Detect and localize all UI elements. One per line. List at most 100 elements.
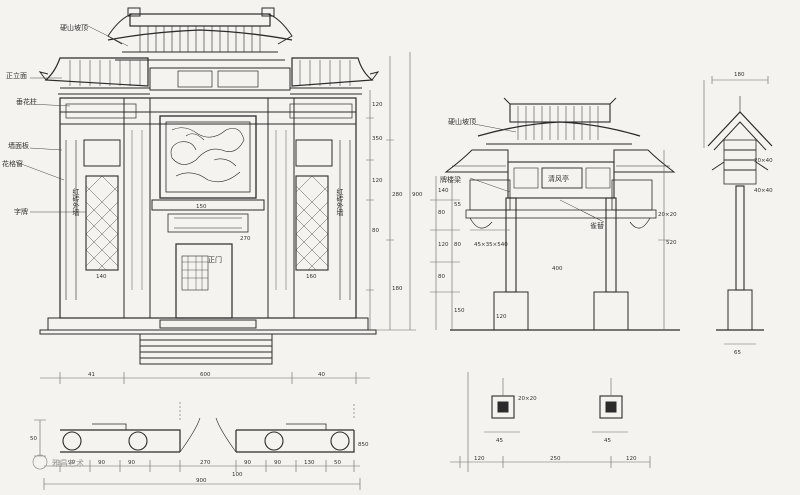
right-side-roof: [290, 57, 380, 95]
arch-plaque-text: 清风亭: [548, 174, 569, 183]
side-dim-base: 65: [734, 350, 741, 356]
watermark-text: 雅昌艺术: [52, 458, 84, 468]
front-steps: [139, 333, 273, 365]
right-upper-window: [295, 139, 333, 167]
leader-label-plaque: 字牌: [14, 207, 28, 216]
arch-dim-left-4: 80: [438, 274, 445, 280]
plan-column-2: [128, 431, 148, 451]
main-leaders: [15, 25, 129, 213]
side-section: [703, 76, 773, 345]
column-plan-labels: 20×20 45 45 120 250 120: [474, 396, 637, 462]
dim-bottom-1: 41: [88, 372, 95, 378]
main-elevation-labels: 硬山坡顶 正立面 垂花柱 墙面板 花格窗 字牌 正门 红砖外墙 红砖外墙 41 …: [2, 23, 423, 378]
main-elevation: [15, 7, 416, 384]
arch-elevation: [430, 97, 680, 331]
dim-right-7: 900: [412, 192, 423, 198]
plan-dim-7: 130: [304, 460, 315, 466]
arch-dim-left-2: 80: [438, 210, 445, 216]
arch-dim-left-3: 120: [438, 242, 449, 248]
arch-dim-left-6: 150: [454, 308, 465, 314]
dim-bottom-3: 40: [318, 372, 325, 378]
side-section-labels: 180 20×40 40×40 65: [734, 72, 773, 356]
dim-inner-3: 140: [96, 274, 107, 280]
dim-inner-2: 270: [240, 236, 251, 242]
arch-dim-left-5: 55: [454, 202, 461, 208]
dim-inner-4: 160: [306, 274, 317, 280]
plan-dim-9: 100: [232, 472, 243, 478]
arch-dim-left-7: 80: [454, 242, 461, 248]
arch-leader-roof: 硬山坡顶: [448, 117, 476, 126]
vertical-text-left: 红砖外墙: [72, 187, 80, 217]
door-tag: 正门: [208, 255, 222, 264]
column-dim-span-2: 250: [550, 456, 561, 462]
column-right-inner: [267, 97, 295, 319]
plan-dim-depth: 50: [30, 436, 37, 442]
side-dims: [703, 76, 769, 345]
arch-plaque: [541, 167, 583, 189]
dim-inner-1: 150: [196, 204, 207, 210]
side-dim-beam-2: 40×40: [754, 188, 773, 194]
arch-dim-center-1: 45×35×540: [474, 242, 508, 248]
central-carved-panel: [159, 115, 257, 199]
side-dim-width: 180: [734, 72, 745, 78]
column-dim-size: 20×20: [518, 396, 537, 402]
plan-dim-4: 270: [200, 460, 211, 466]
arch-leaders: [469, 123, 605, 223]
arch-dim-right-1: 20×20: [658, 212, 677, 218]
main-dims-right: [366, 52, 416, 331]
leader-label-wall: 墙面板: [8, 141, 29, 150]
plan-column-1: [62, 431, 82, 451]
dim-bottom-2: 600: [200, 372, 211, 378]
column-plan: [450, 372, 651, 472]
arch-dim-center-2: 120: [496, 314, 507, 320]
arch-leader-bracket: 雀替: [590, 221, 604, 230]
top-roof: [107, 7, 293, 61]
top-roof-tiles: [139, 26, 261, 52]
dim-right-6: 180: [392, 286, 403, 292]
plan-dim-5: 90: [244, 460, 251, 466]
main-dims-bottom: [40, 372, 370, 384]
main-door: [175, 243, 233, 319]
upper-frieze: [149, 67, 291, 91]
column-plan-dims: [450, 378, 651, 468]
arch-dim-right-2: 520: [666, 240, 677, 246]
floor-plan: [34, 402, 361, 490]
column-left-inner: [123, 97, 151, 319]
door-lintel: [151, 199, 265, 211]
plan-column-3: [264, 431, 284, 451]
dim-right-3: 120: [372, 178, 383, 184]
leader-label-column: 垂花柱: [16, 97, 37, 106]
plan-dim-1: 90: [68, 460, 75, 466]
plan-dim-3: 90: [128, 460, 135, 466]
plan-dim-2: 90: [98, 460, 105, 466]
column-dim-span-3: 120: [626, 456, 637, 462]
arch-dims: [430, 150, 670, 330]
arch-dim-center-3: 400: [552, 266, 563, 272]
plan-dim-6: 90: [274, 460, 281, 466]
arch-dim-left-1: 140: [438, 188, 449, 194]
dim-right-1: 120: [372, 102, 383, 108]
plan-mark: 850: [358, 442, 369, 448]
column-dim-right: 45: [604, 438, 611, 444]
plan-dim-total: 900: [196, 478, 207, 484]
leader-label-roof: 硬山坡顶: [60, 23, 88, 32]
left-side-roof: [38, 57, 150, 95]
plan-column-4: [330, 431, 350, 451]
arch-elevation-labels: 硬山坡顶 牌楼梁 雀替 清风亭 140 80 120 80 55 150 80 …: [438, 117, 677, 320]
column-dim-span-1: 120: [474, 456, 485, 462]
dim-right-5: 280: [392, 192, 403, 198]
arch-side-roofs: [444, 149, 676, 173]
leader-label-window: 花格窗: [2, 159, 23, 168]
dim-right-4: 80: [372, 228, 379, 234]
vertical-text-right: 红砖外墙: [336, 187, 344, 217]
left-upper-window: [83, 139, 121, 167]
plan-dims: [34, 402, 361, 490]
column-dim-left: 45: [496, 438, 503, 444]
arch-leader-beam: 牌楼梁: [440, 175, 461, 184]
floor-plan-labels: 50 90 90 90 270 90 90 130 50 100 900 850: [30, 436, 369, 484]
watermark: 雅昌艺术: [32, 454, 84, 470]
side-dim-beam-1: 20×40: [754, 158, 773, 164]
